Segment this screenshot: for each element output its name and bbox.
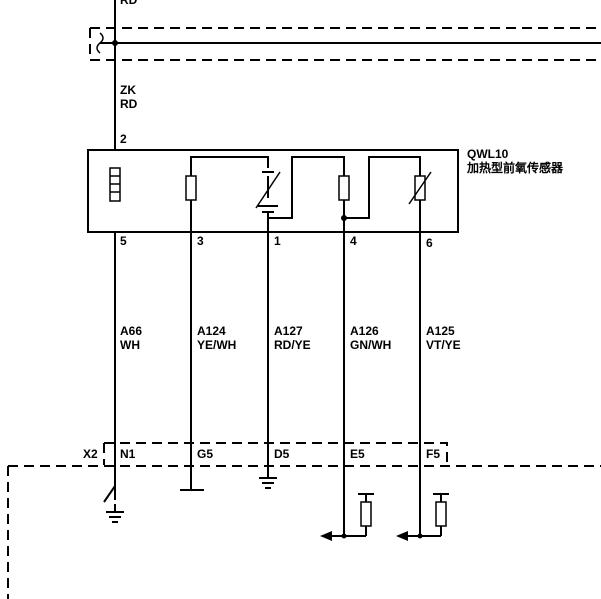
pin-label-4: 4	[350, 234, 357, 248]
connector-pin-f5: F5	[426, 447, 440, 461]
wire-color-a66: WH	[120, 338, 140, 352]
wire-color-a127: RD/YE	[274, 338, 311, 352]
internal-wiring	[185, 156, 432, 232]
pin-label-3: 3	[197, 234, 204, 248]
connector-pin-g5: G5	[197, 447, 213, 461]
pullup-resistor-e5	[320, 493, 374, 541]
component-top-pin: 2	[120, 132, 127, 146]
sensor-component-box	[87, 149, 459, 233]
connector-pin-d5: D5	[274, 447, 290, 461]
resistor-icon	[435, 501, 447, 527]
pin-label-5: 5	[120, 234, 127, 248]
component-id: QWL10	[467, 147, 509, 161]
pin-label-1: 1	[274, 234, 281, 248]
wire-circuit-a124: A124	[197, 324, 226, 338]
connector-pin-n1: N1	[120, 447, 136, 461]
resistor-icon	[360, 501, 372, 527]
wire-color-a124: YE/WH	[197, 338, 236, 352]
ground-icon	[106, 511, 124, 523]
connector-pin-e5: E5	[350, 447, 365, 461]
feed-color-label: RD	[120, 97, 138, 111]
pullup-resistor-f5	[396, 493, 449, 541]
arrow-left-icon	[396, 531, 408, 541]
sensor-cell-icon	[255, 171, 281, 213]
resistor-icon	[185, 175, 197, 201]
top-wire-color: RD	[120, 0, 138, 7]
wire-circuit-a127: A127	[274, 324, 303, 338]
resistor-icon	[338, 175, 350, 201]
wire-color-a126: GN/WH	[350, 338, 391, 352]
connector-id: X2	[83, 447, 98, 461]
switch-icon	[103, 485, 116, 512]
wire-circuit-a66: A66	[120, 324, 142, 338]
control-module-boundary	[7, 465, 601, 599]
ground-icon	[259, 477, 277, 489]
wire-color-a125: VT/YE	[426, 338, 461, 352]
connector-x2	[103, 442, 448, 465]
top-harness-region	[89, 27, 601, 61]
pin-label-6: 6	[426, 236, 433, 250]
wire-circuit-a125: A125	[426, 324, 455, 338]
wire-circuit-a126: A126	[350, 324, 379, 338]
component-name: 加热型前氧传感器	[466, 160, 564, 175]
heater-element-icon	[109, 167, 121, 202]
feed-circuit-label: ZK	[120, 83, 136, 97]
arrow-left-icon	[320, 531, 332, 541]
